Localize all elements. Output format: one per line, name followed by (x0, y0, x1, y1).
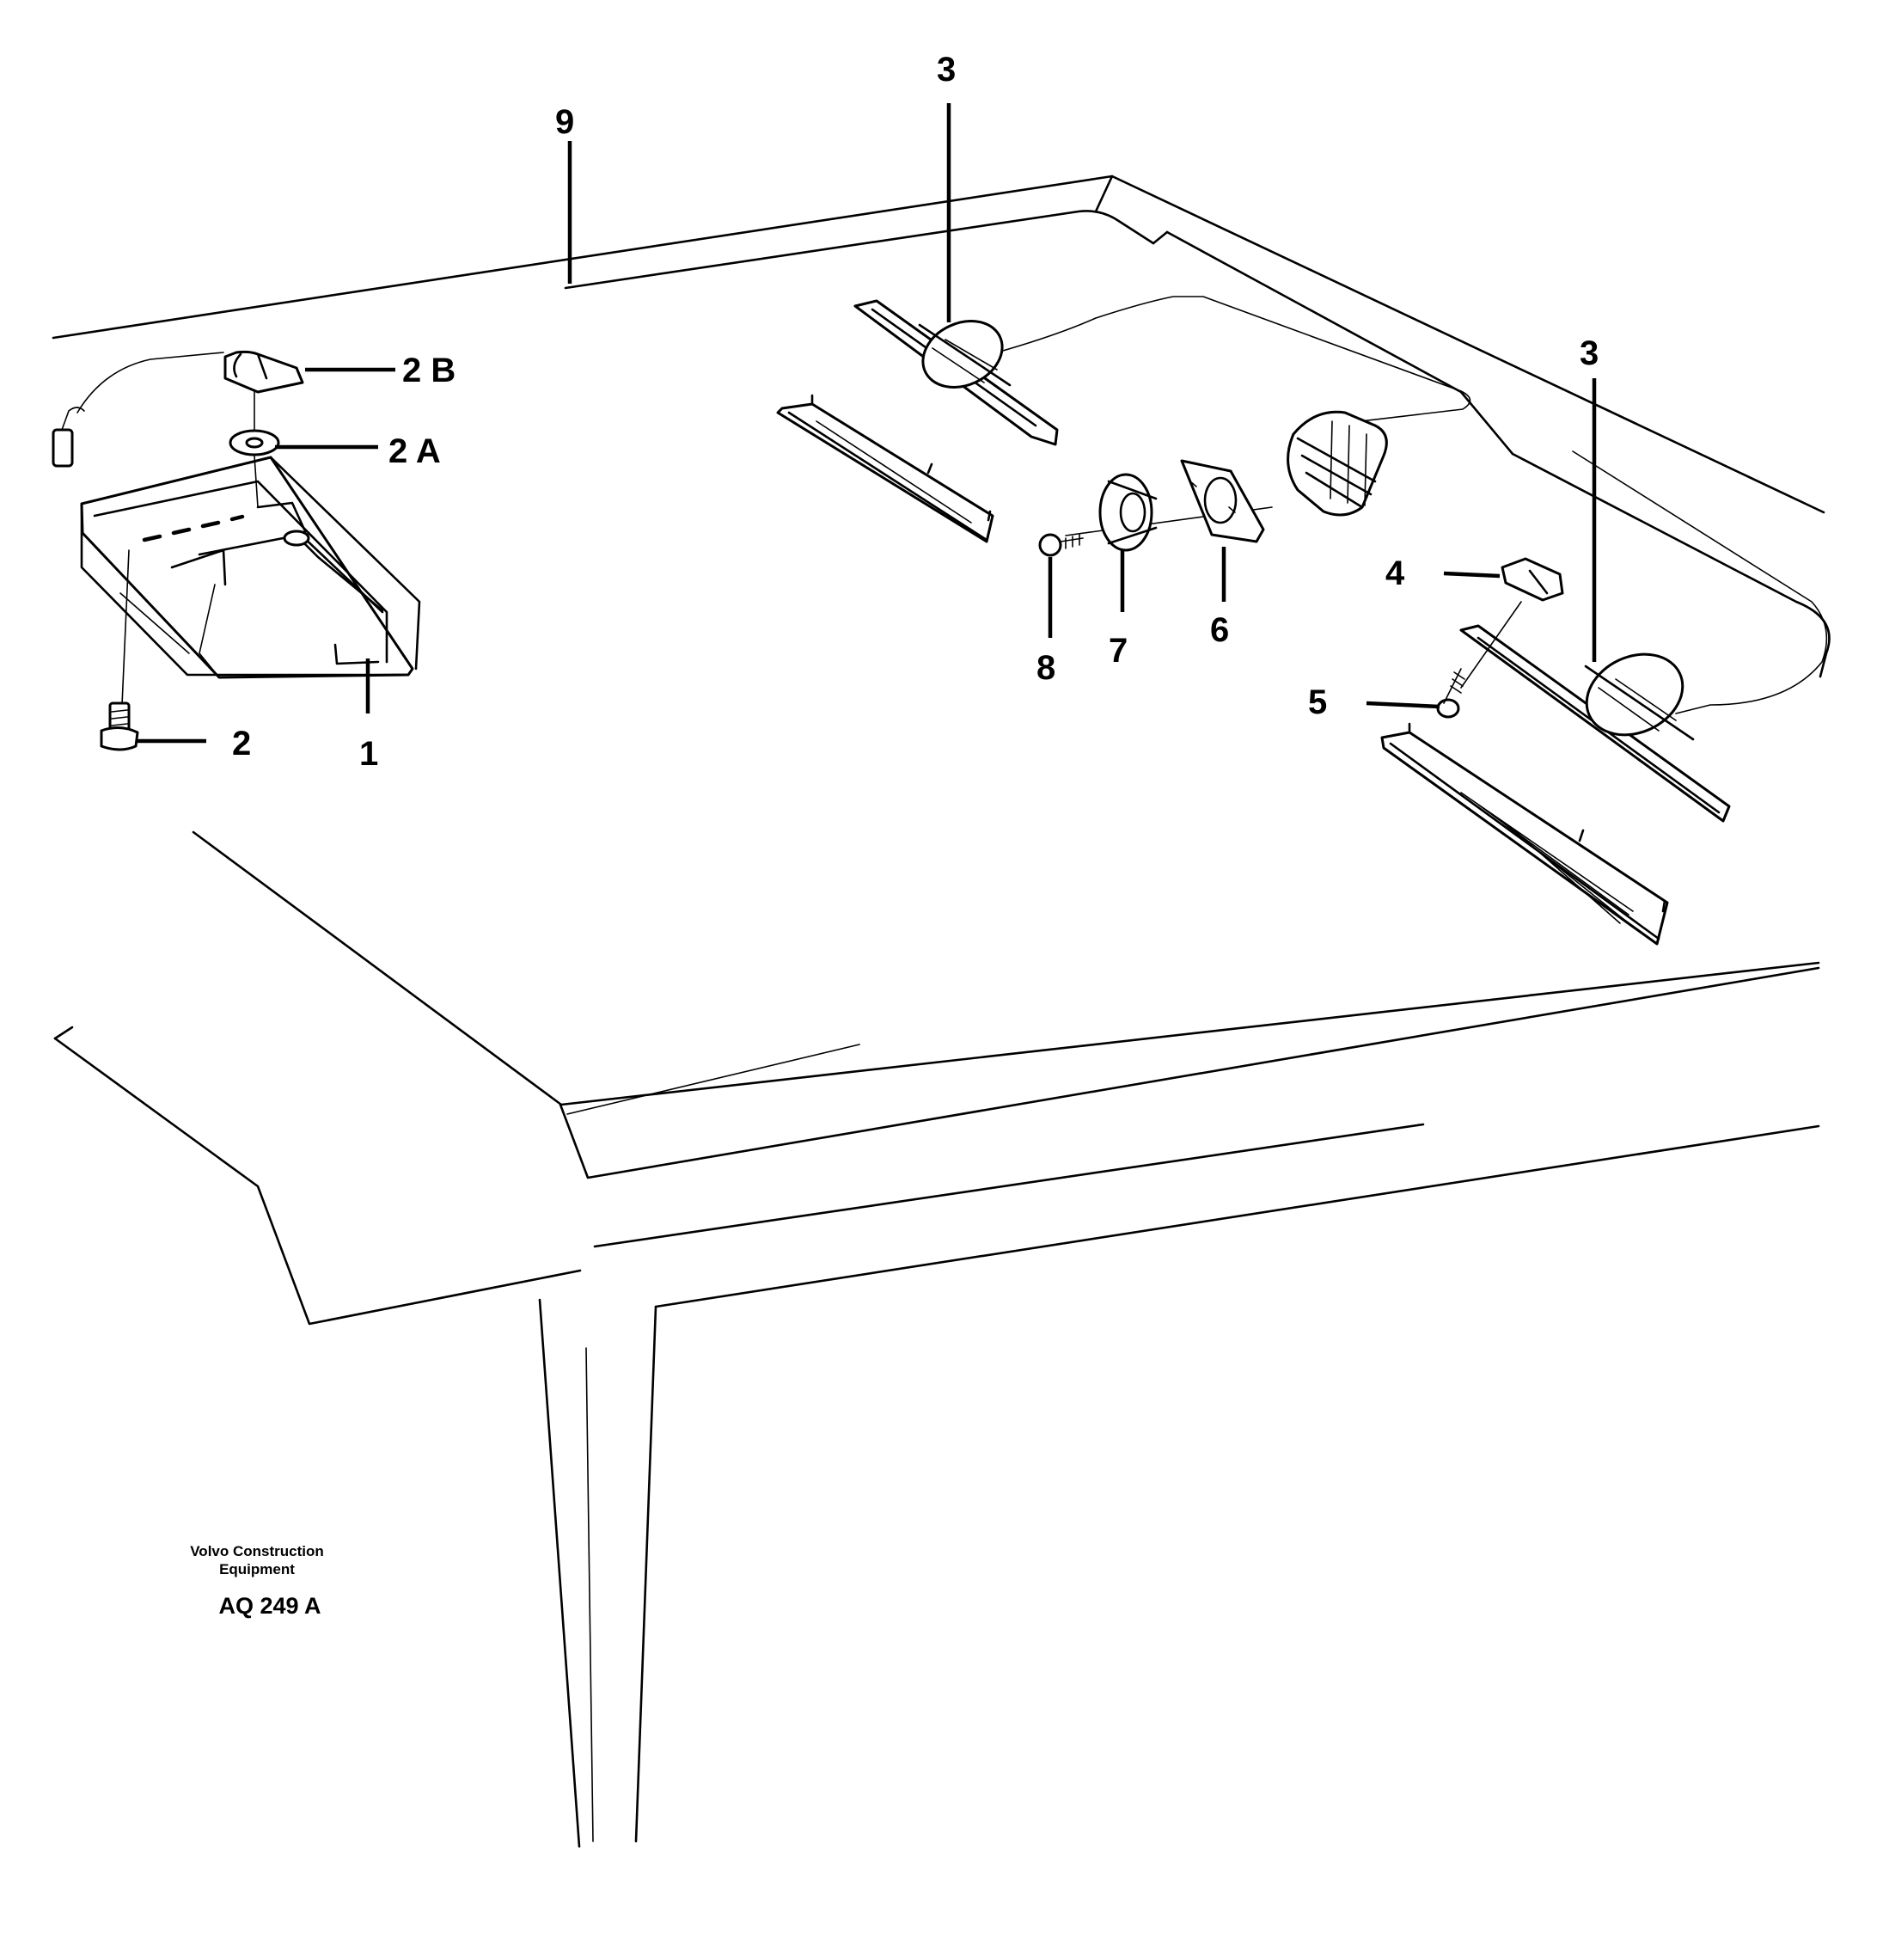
clip (223, 350, 304, 394)
callout-7: 7 (1109, 632, 1128, 670)
cab-roof-outline (52, 175, 1831, 1848)
mounting-plate (1180, 459, 1265, 543)
small-screw (1038, 533, 1084, 557)
speaker-left (853, 299, 1059, 446)
callout-2b: 2 B (402, 352, 455, 389)
screw (1436, 668, 1465, 719)
callout-5: 5 (1308, 683, 1327, 721)
callout-2a: 2 A (388, 432, 441, 470)
callout-1: 1 (359, 735, 378, 773)
callout-3-right: 3 (1580, 334, 1599, 372)
grommet (1098, 473, 1158, 552)
drawing-credit: Volvo Construction Equipment AQ 249 A (190, 1543, 324, 1619)
speaker-grille-left (776, 394, 994, 543)
callout-4: 4 (1385, 554, 1405, 592)
callout-2: 2 (232, 725, 251, 763)
callout-8: 8 (1036, 649, 1055, 687)
callout-labels: 9 3 3 2 B 2 A 2 1 4 5 6 7 8 (232, 51, 1599, 773)
drawing-number: AQ 249 A (218, 1593, 321, 1619)
callout-6: 6 (1210, 611, 1229, 649)
callout-3-left: 3 (937, 51, 956, 89)
manufacturer-line-2: Equipment (219, 1561, 295, 1577)
bracket-box (80, 456, 421, 679)
leader-lines (138, 103, 1597, 744)
callout-9: 9 (555, 103, 574, 141)
speaker-grille-right (1380, 722, 1669, 946)
cable-clip (1460, 557, 1564, 689)
speaker-right (1459, 624, 1731, 823)
manufacturer-line-1: Volvo Construction (190, 1543, 324, 1559)
bolt (100, 549, 139, 751)
connector-plug (1287, 410, 1388, 517)
harness-connector (52, 428, 74, 468)
